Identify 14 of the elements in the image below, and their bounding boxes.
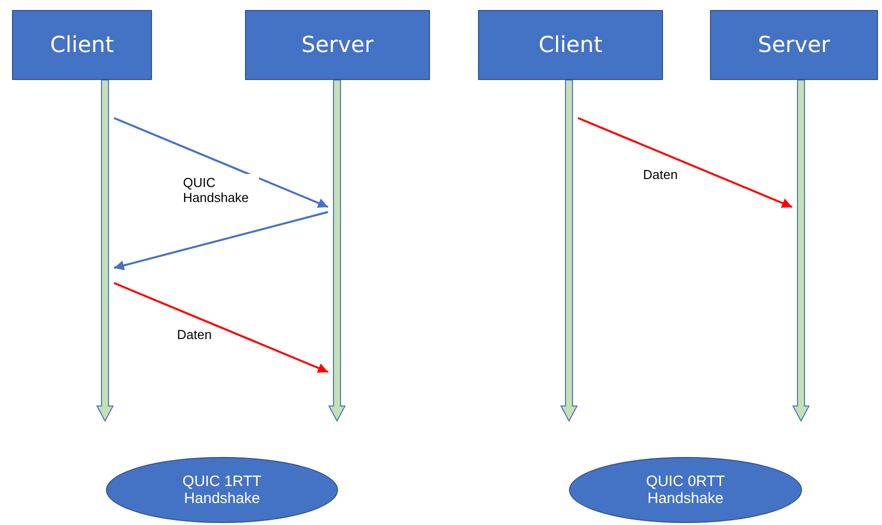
participant-box: Server: [245, 10, 430, 80]
participant-box: Server: [710, 10, 878, 80]
lifeline-bar: [560, 80, 578, 422]
message-arrow: [578, 117, 792, 208]
message-arrow: [114, 117, 328, 208]
lifeline-bar: [96, 80, 114, 422]
message-arrow: [114, 211, 328, 270]
message-arrow: [114, 282, 328, 373]
lifeline-bar: [792, 80, 810, 422]
caption-ellipse: QUIC 1RTT Handshake: [106, 457, 338, 523]
participant-box: Client: [12, 10, 152, 80]
lifeline-bar: [328, 80, 346, 422]
caption-ellipse: QUIC 0RTT Handshake: [569, 457, 802, 523]
participant-box: Client: [478, 10, 663, 80]
